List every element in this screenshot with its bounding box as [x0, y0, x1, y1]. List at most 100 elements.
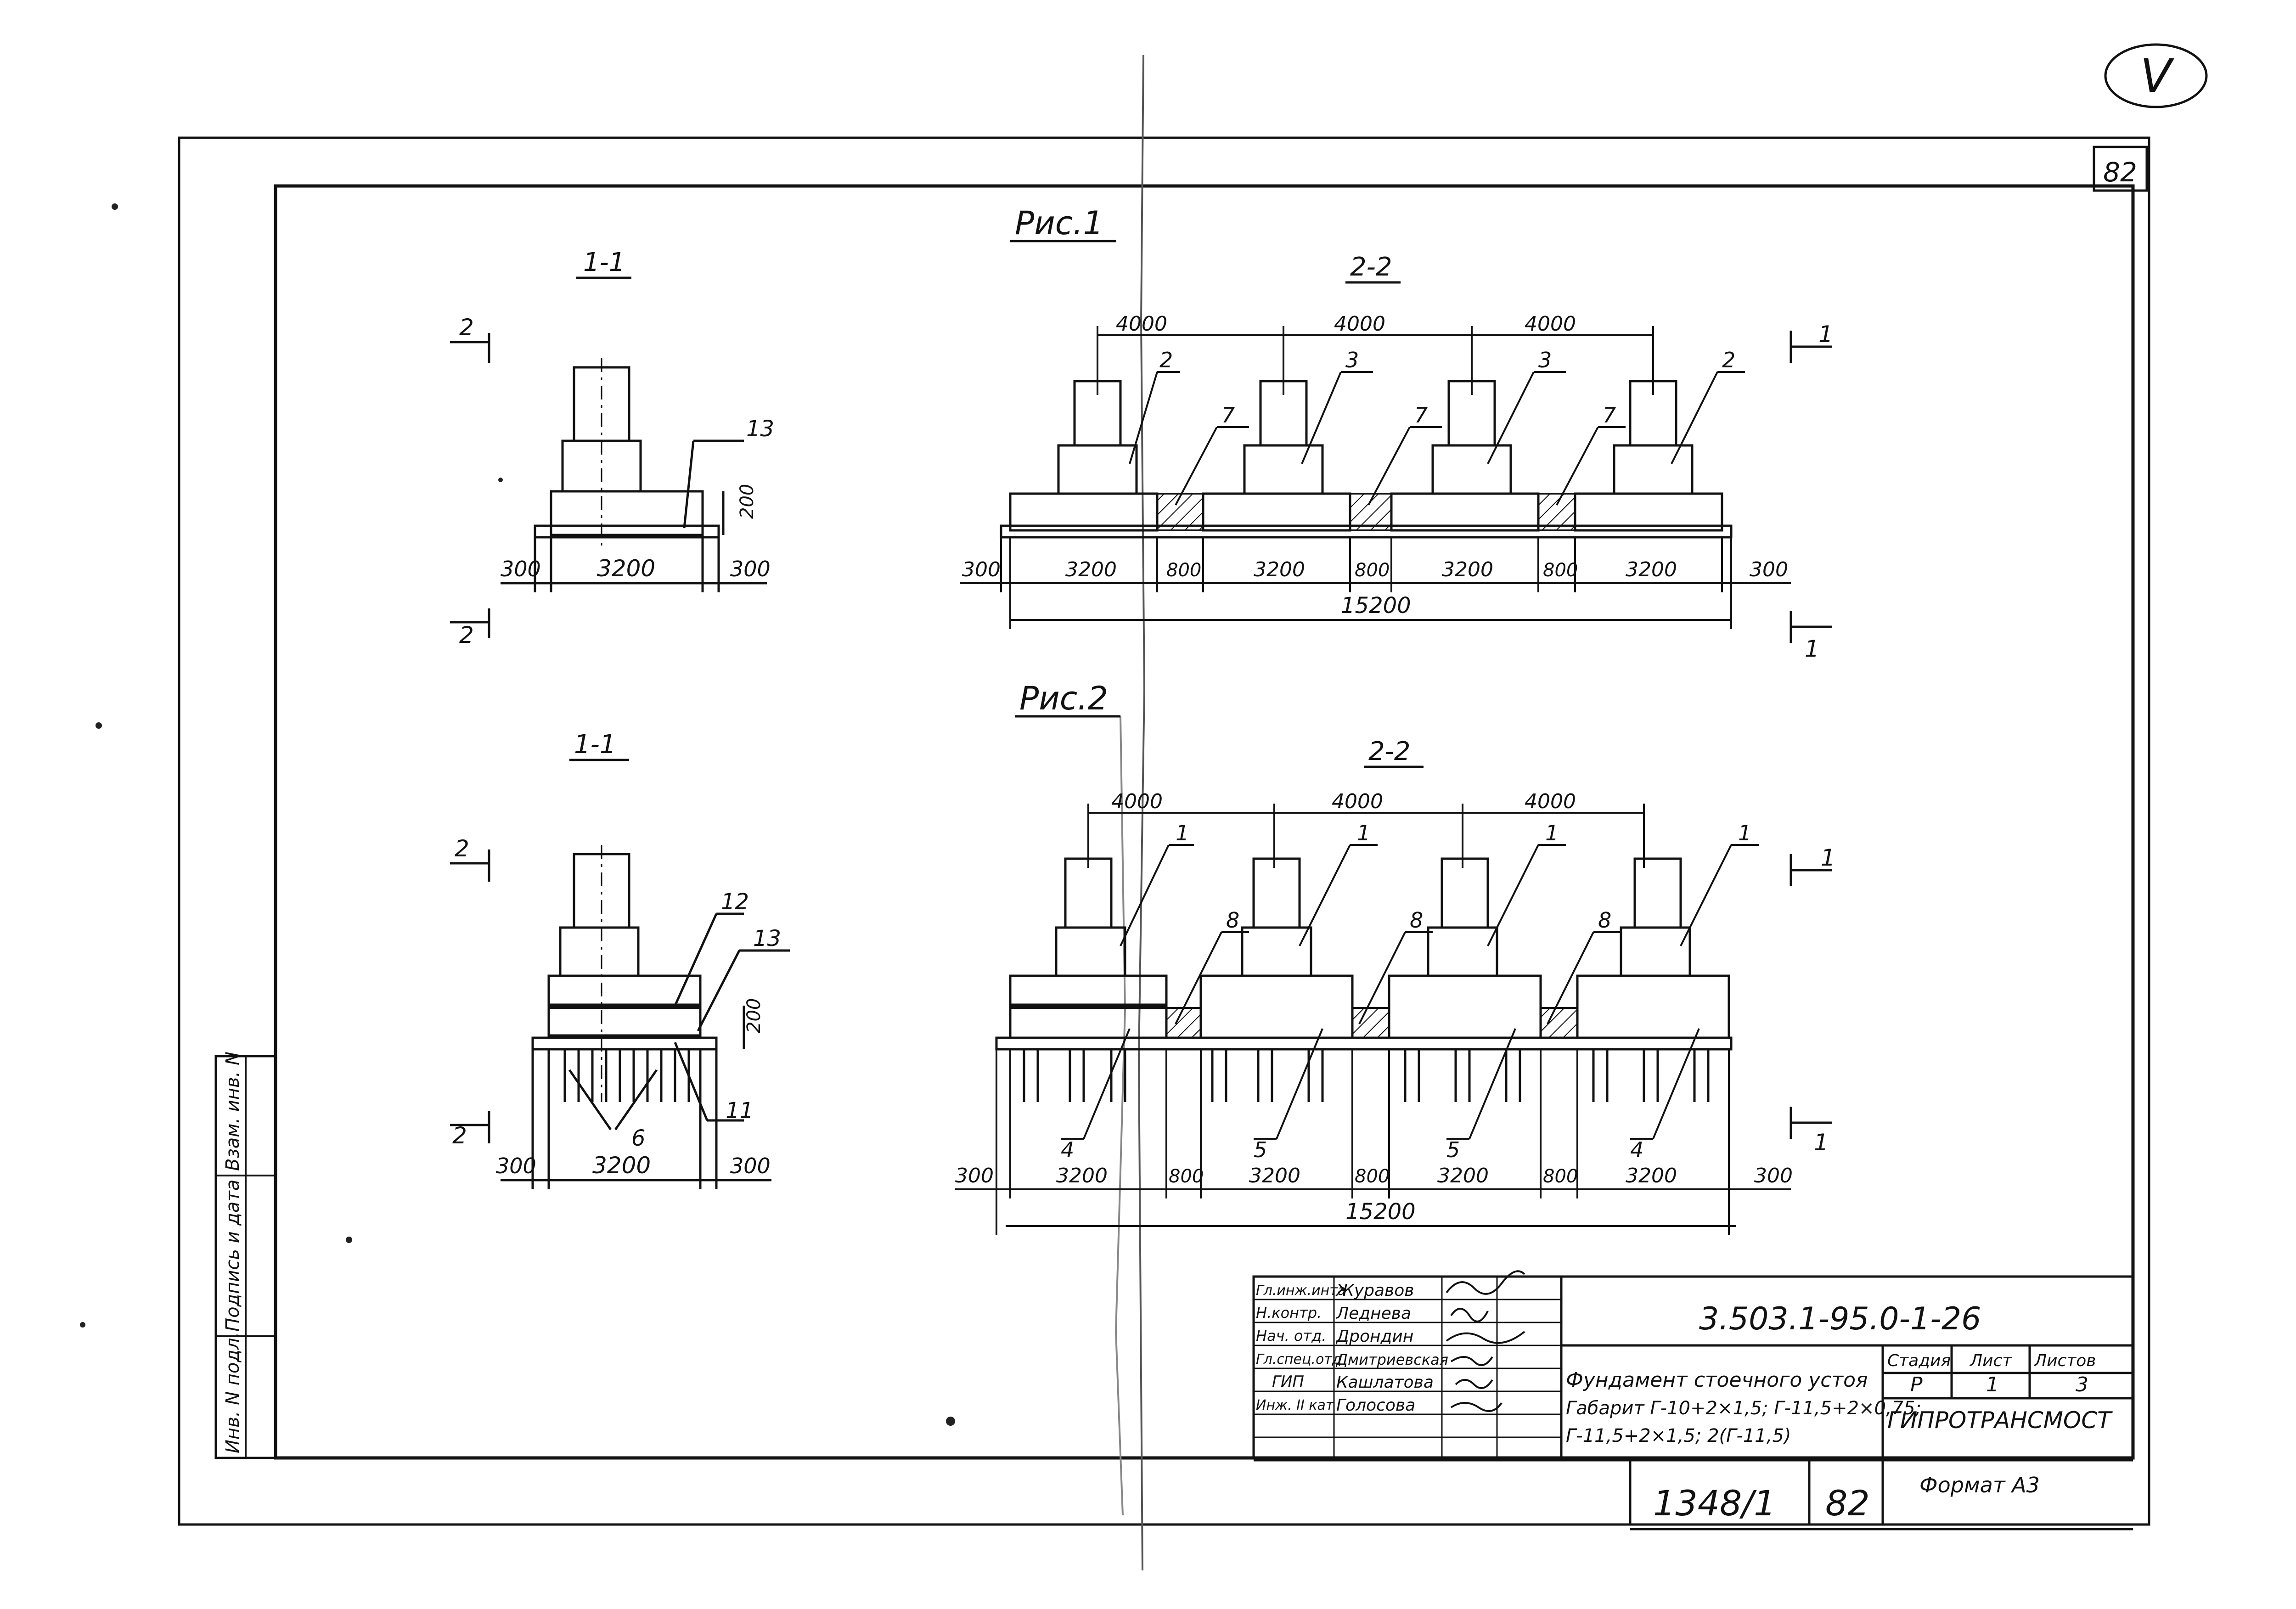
fig2-s11-dim-200: 200: [743, 998, 765, 1033]
fig2-callout-base-2: 5: [1254, 1137, 1267, 1162]
tb-role-5: ГИП: [1272, 1373, 1304, 1391]
corner-mark: V: [2104, 43, 2208, 108]
fig2-callout-pier-2: 1: [1357, 821, 1370, 845]
fig1-s11-dim-right: 300: [730, 557, 771, 581]
tb-name-6: Голосова: [1336, 1396, 1415, 1415]
fig2-s11-cut-bottom: 2: [452, 1122, 467, 1149]
fig1-s11-dim-mid: 3200: [597, 555, 655, 582]
fig1: Рис.1 1-1: [450, 204, 1833, 662]
stamp-podpis: Подпись и дата: [222, 1180, 243, 1332]
fig1-dim-b9: 300: [1750, 558, 1788, 581]
fig1-dim-b2: 3200: [1065, 558, 1117, 581]
sheet-number-box: 82: [2093, 146, 2148, 192]
tb-format: Формат А3: [1919, 1473, 2040, 1497]
fold-crease: [1114, 55, 1146, 1571]
fig2-s11-cut-top: 2: [455, 835, 469, 862]
fig2-callout-infill-1: 8: [1226, 908, 1239, 933]
fig2-s11-callout-13: 13: [753, 926, 781, 951]
fig1-s22-topdim-2: 4000: [1334, 312, 1385, 336]
fig2-s22-topdim-1: 4000: [1111, 790, 1163, 813]
fig1-s11-cut-top: 2: [459, 314, 474, 341]
fig2-s22-title: 2-2: [1368, 737, 1410, 766]
fig1-callout-infill-1: 7: [1221, 403, 1235, 428]
scan-specks: [80, 203, 955, 1426]
tb-name-3: Дрондин: [1335, 1327, 1413, 1346]
tb-role-6: Инж. II кат: [1256, 1397, 1334, 1413]
tb-sheets: 3: [2076, 1373, 2088, 1396]
fig2-s22-cut-bottom: 1: [1814, 1129, 1829, 1156]
fig1-infill-3: [1537, 493, 1576, 531]
fig1-dim-b4: 3200: [1254, 558, 1305, 581]
fig2-dim-b8: 3200: [1626, 1164, 1677, 1187]
fig2-callout-pier-3: 1: [1545, 821, 1559, 845]
fig2-s11-callout-6: 6: [631, 1125, 646, 1151]
tb-desc-3: Г-11,5+2×1,5; 2(Г-11,5): [1566, 1425, 1791, 1446]
fig1-callout-infill-3: 7: [1603, 403, 1616, 428]
fig2-s22-cut-top: 1: [1821, 844, 1835, 871]
corner-mark-text: V: [2140, 49, 2175, 103]
tb-name-5: Кашлатова: [1336, 1373, 1434, 1392]
fig2-infill-3: [1540, 1007, 1578, 1039]
fig2-callout-base-3: 5: [1446, 1137, 1460, 1162]
fig1-dim-b7: 800: [1543, 560, 1578, 581]
fig2-s11-title: 1-1: [574, 730, 616, 759]
fig1-s22-topdim-3: 4000: [1525, 312, 1576, 336]
fig1-s22-cut-top: 1: [1818, 321, 1833, 348]
fig1-callout-pier-2: 3: [1345, 348, 1359, 372]
fig1-callout-pier-4: 2: [1722, 348, 1735, 372]
tb-role-1: Гл.инж.инта: [1256, 1283, 1346, 1299]
fig1-s11-dim-left: 300: [501, 557, 541, 581]
fig2-s11-dim-left: 300: [496, 1153, 536, 1178]
fig2-callout-base-4: 4: [1630, 1137, 1643, 1162]
fig2-section-2-2: 2-2 4000 4000 4000: [955, 737, 1835, 1235]
fig2-dim-b7: 800: [1543, 1166, 1578, 1187]
tb-sheets-header: Листов: [2033, 1351, 2096, 1370]
fig2-callout-infill-3: 8: [1598, 908, 1611, 933]
fig1-s11-cut-bottom: 2: [459, 622, 474, 648]
fig2-s11-callout-11: 11: [726, 1098, 754, 1124]
fig1-s11-title: 1-1: [583, 248, 625, 277]
tb-sheet: 1: [1986, 1373, 1999, 1396]
fig2-callout-pier-4: 1: [1738, 821, 1751, 845]
fig1-dim-total: 15200: [1341, 593, 1411, 619]
fig1-dim-b3: 800: [1166, 560, 1201, 581]
fig2-infill-1: [1165, 1007, 1202, 1039]
fig1-callout-pier-1: 2: [1159, 348, 1173, 372]
fig2-dim-b3: 800: [1169, 1166, 1204, 1187]
sheet-number: 82: [2103, 157, 2137, 188]
outer-frame: [178, 136, 2150, 1526]
tb-name-1: Журавов: [1335, 1281, 1414, 1300]
side-stamp: Инв. N подл. Подпись и дата Взам. инв. N: [214, 1052, 277, 1459]
stamp-inv-podl: Инв. N подл.: [222, 1332, 243, 1453]
tb-archive-no: 1348/1: [1653, 1483, 1776, 1524]
tb-name-4: Дмитриевская: [1335, 1351, 1448, 1368]
fig2-dim-b2: 3200: [1056, 1164, 1108, 1187]
title-block: Гл.инж.инта Журавов Н.контр. Леднева Нач…: [1252, 1270, 2134, 1530]
fig1-callout-pier-3: 3: [1538, 348, 1552, 372]
fig1-callout-infill-2: 7: [1414, 403, 1428, 428]
stamp-vzam: Взам. инв. N: [222, 1052, 243, 1171]
fig1-dim-b5: 800: [1355, 560, 1390, 581]
tb-role-2: Н.контр.: [1256, 1304, 1322, 1322]
fig2-section-1-1: 1-1: [450, 730, 790, 1189]
tb-role-4: Гл.спец.отд: [1256, 1351, 1342, 1367]
fig1-s22-cut-bottom: 1: [1805, 636, 1819, 662]
fig1-s11-callout-13: 13: [746, 416, 774, 442]
fig1-section-1-1: 1-1: [450, 248, 774, 648]
fig1-s22-topdim-1: 4000: [1116, 312, 1167, 336]
fig2-s22-topdim-3: 4000: [1525, 790, 1576, 813]
fig2-s11-dim-mid: 3200: [592, 1152, 651, 1179]
fig2-dim-b6: 3200: [1437, 1164, 1489, 1187]
fig1-title: Рис.1: [1015, 204, 1103, 242]
tb-page-no: 82: [1825, 1483, 1870, 1524]
signatures: [1446, 1270, 1525, 1412]
inner-frame: [274, 184, 2135, 1460]
fig1-s22-title: 2-2: [1350, 252, 1392, 282]
tb-stage: Р: [1910, 1373, 1923, 1396]
fig2-callout-pier-1: 1: [1176, 821, 1189, 845]
fig2-dim-b9: 300: [1754, 1164, 1793, 1187]
tb-name-2: Леднева: [1335, 1304, 1411, 1323]
tb-doc-code: 3.503.1-95.0-1-26: [1699, 1301, 1981, 1337]
